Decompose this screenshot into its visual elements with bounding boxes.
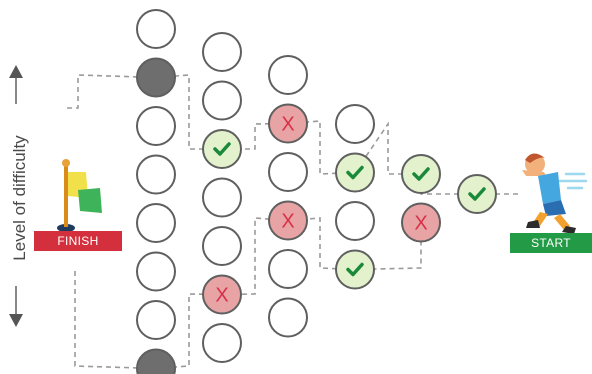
node-circle — [202, 129, 242, 169]
node-check — [202, 129, 242, 169]
runner-shorts — [543, 200, 566, 216]
node-circle — [136, 154, 176, 195]
node-check — [335, 152, 375, 193]
node-circle — [268, 249, 308, 289]
arrow-down-icon — [9, 314, 23, 327]
node-circle — [202, 274, 242, 315]
node-circle — [202, 226, 242, 266]
node-circle — [202, 80, 242, 121]
runner-shoe — [526, 220, 540, 228]
node-circle — [335, 249, 375, 290]
node-circle — [268, 152, 308, 192]
node-circle — [401, 154, 441, 194]
node-empty — [136, 106, 176, 146]
node-cross: X — [401, 202, 441, 243]
node-empty — [136, 154, 176, 195]
node-circle — [202, 32, 242, 72]
cross-mark: X — [281, 114, 294, 136]
difficulty-axis-arrows — [9, 65, 23, 327]
node-empty — [335, 201, 375, 241]
runner-shirt — [538, 172, 561, 204]
node-empty — [202, 177, 242, 218]
node-empty — [136, 300, 176, 340]
flag-pole — [64, 165, 68, 227]
connector-line — [354, 222, 422, 271]
check-icon — [346, 262, 364, 277]
flag-icon — [57, 159, 102, 232]
check-icon — [468, 187, 486, 201]
node-empty — [136, 251, 176, 292]
check-icon — [213, 142, 231, 156]
cross-mark: X — [414, 213, 427, 235]
node-circle — [136, 106, 176, 146]
node-solid — [136, 57, 176, 98]
flag-base — [57, 224, 75, 232]
start-label: START — [510, 233, 592, 253]
runner-icon — [522, 153, 588, 234]
node-check — [401, 154, 441, 194]
check-icon — [346, 165, 364, 180]
node-circle — [268, 103, 308, 144]
runner-hair — [525, 153, 545, 163]
node-circle — [136, 348, 176, 374]
node-cross: X — [268, 200, 308, 241]
cross-mark: X — [281, 211, 294, 233]
node-circle — [268, 297, 308, 338]
node-circle — [136, 251, 176, 292]
node-empty — [136, 9, 176, 49]
node-circle — [136, 9, 176, 49]
node-circle — [136, 57, 176, 98]
node-circle — [457, 174, 497, 214]
check-icon — [412, 167, 430, 181]
flag-cloth-green — [78, 188, 102, 213]
connector-line — [354, 121, 421, 175]
node-circle — [268, 55, 308, 95]
node-circle — [335, 104, 375, 144]
node-empty — [268, 152, 308, 192]
node-circle — [202, 323, 242, 363]
node-empty — [202, 323, 242, 363]
node-circle — [335, 152, 375, 193]
node-solid — [136, 348, 176, 374]
node-empty — [335, 104, 375, 144]
connector-line — [66, 74, 157, 109]
finish-label: FINISH — [34, 231, 122, 251]
runner-shoe — [562, 226, 576, 234]
node-empty — [268, 249, 308, 289]
node-cross: X — [268, 103, 308, 144]
node-empty — [268, 297, 308, 338]
node-empty — [202, 226, 242, 266]
node-cross: X — [202, 274, 242, 315]
node-empty — [268, 55, 308, 95]
cross-mark: X — [215, 285, 228, 307]
node-circle — [136, 300, 176, 340]
node-check — [457, 174, 497, 214]
node-circle — [268, 200, 308, 241]
arrow-up-icon — [9, 65, 23, 78]
node-empty — [136, 203, 176, 243]
node-empty — [202, 32, 242, 72]
node-circle — [335, 201, 375, 241]
node-circle — [202, 177, 242, 218]
node-grid: X X X X — [136, 9, 497, 374]
difficulty-axis-label: Level of difficulty — [10, 135, 29, 261]
flag-knob — [62, 159, 70, 167]
node-check — [335, 249, 375, 290]
node-circle — [401, 202, 441, 243]
connector-line — [74, 268, 157, 370]
node-empty — [202, 80, 242, 121]
node-circle — [136, 203, 176, 243]
